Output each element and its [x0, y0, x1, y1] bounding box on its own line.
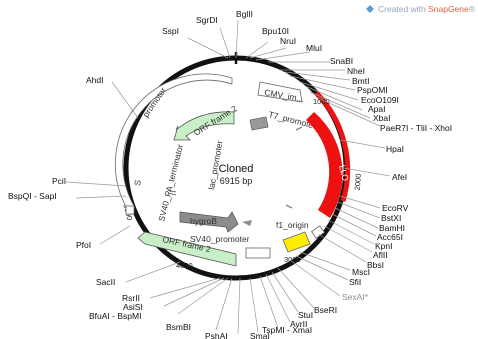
f1-feature [282, 231, 311, 253]
enzyme-label: BspQI - SapI [8, 191, 57, 201]
tick-4000: 4000 [176, 261, 193, 270]
orf-bottom-feature [137, 231, 237, 267]
enzyme-label: PspOMI [357, 85, 388, 95]
enzyme-label: BseRI [314, 305, 337, 315]
enzyme-label: BamHI [379, 223, 405, 233]
enzyme-label: Bpu10I [262, 26, 289, 36]
promoter-s-label: S [132, 179, 143, 187]
enzyme-label: RsrII [122, 293, 140, 303]
promoter-small-box [125, 205, 135, 215]
hygro-label: hygroB [190, 216, 217, 226]
sv40pa-mark-1 [167, 189, 177, 193]
enzyme-label: ApaI [368, 104, 386, 114]
svg-text:Created with SnapGene®: Created with SnapGene® [378, 4, 476, 14]
enzyme-label: PaeR7I - TliI - XhoI [380, 123, 452, 133]
credit: Created with SnapGene® [366, 4, 476, 14]
t7-feature [249, 116, 269, 131]
credit-brand: SnapGene [428, 4, 469, 14]
enzyme-label: AflII [373, 250, 388, 260]
enzyme-label: MluI [306, 43, 322, 53]
enzyme-label: BbsI [367, 260, 384, 270]
f1-tick [285, 204, 293, 209]
enzyme-label: NruI [280, 36, 296, 46]
enzyme-label: AvrII [290, 319, 307, 329]
orf-top-feature [173, 111, 235, 141]
backbone-highlight [314, 91, 351, 202]
snapgene-logo-icon [366, 5, 374, 13]
sv40-prom-label: SV40_promoter [190, 234, 250, 244]
enzyme-label: NheI [347, 66, 365, 76]
enzyme-label: BsmBI [166, 322, 191, 332]
enzyme-label: Acc65I [377, 232, 403, 242]
enzyme-label: MscI [352, 267, 370, 277]
enzyme-label: KpnI [375, 241, 393, 251]
tick-3000: 3000 [284, 255, 301, 264]
enzyme-labels: SgrDI BglII SspI Bpu10I NruI MluI SnaBI … [8, 9, 452, 339]
enzyme-label: SgrDI [196, 15, 218, 25]
enzyme-label: TspMI - XmaI [262, 325, 312, 335]
enzyme-label: HpaI [386, 144, 404, 154]
hygro-arrow [242, 220, 252, 226]
enzyme-label: SacII [96, 277, 115, 287]
enzyme-label: EcoRV [382, 203, 409, 213]
sv40-box [245, 247, 271, 259]
enzyme-label: StuI [298, 310, 313, 320]
llo-feature [306, 112, 343, 218]
t7-tick [295, 126, 303, 131]
enzyme-label: AsiSI [123, 302, 143, 312]
cmv-feature [257, 81, 303, 103]
enzyme-label: SmaI [250, 331, 270, 339]
enzyme-label: EcoO109I [361, 95, 399, 105]
enzyme-label: BfuAI - BspMI [89, 311, 141, 321]
enzyme-label: SspI [162, 26, 179, 36]
hygro-feature [179, 211, 239, 233]
plasmid-length: 6915 bp [220, 176, 253, 186]
enzyme-label: SexAI* [342, 292, 369, 302]
enzyme-label: SnaBI [330, 56, 353, 66]
enzyme-label: BglII [236, 9, 253, 19]
sv40pa-mark-2 [167, 192, 177, 196]
enzyme-label: PshAI [205, 331, 228, 339]
enzyme-label: BstXI [381, 213, 401, 223]
enzyme-label: XbaI [373, 113, 391, 123]
f1-label: f1_origin [276, 220, 309, 230]
credit-tm: ® [469, 4, 476, 14]
enzyme-label: BmtI [352, 76, 369, 86]
tick-1000: 1000 [313, 97, 330, 106]
enzyme-label: AfeI [392, 172, 407, 182]
enzyme-label: AhdI [86, 75, 104, 85]
tick-2000: 2000 [353, 173, 363, 190]
enzyme-label: PfoI [76, 240, 91, 250]
leader-lines [65, 19, 391, 335]
sv40pa-label: SV40_PA_terminator [156, 143, 185, 222]
enzyme-label: PciI [52, 176, 66, 186]
credit-prefix: Created with [378, 4, 428, 14]
enzyme-label: SfiI [349, 277, 361, 287]
plasmid-name: Cloned [219, 163, 254, 175]
